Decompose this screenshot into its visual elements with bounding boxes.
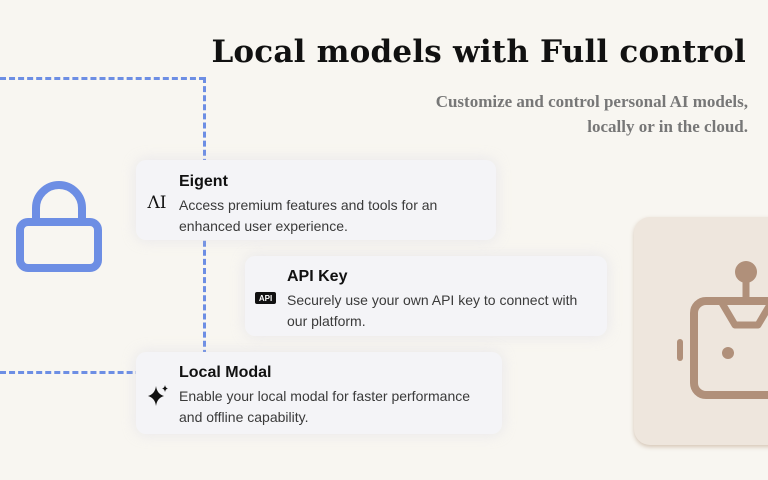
robot-illustration [634,217,768,445]
page-subtitle: Customize and control personal AI models… [328,89,748,139]
option-description: Enable your local modal for faster perfo… [179,388,471,425]
option-card-api-key[interactable]: API API Key Securely use your own API ke… [245,256,607,336]
option-description: Access premium features and tools for an… [179,197,438,234]
option-card-eigent[interactable]: ΛI Eigent Access premium features and to… [136,160,496,240]
sparkle-icon [148,385,168,406]
option-title: Eigent [179,173,228,190]
connector-bottom [0,371,205,374]
page-title: Local models with Full control [211,34,746,70]
robot-icon [677,261,768,399]
option-description: Securely use your own API key to connect… [287,292,578,329]
option-card-local-modal[interactable]: Local Modal Enable your local modal for … [136,352,502,434]
option-title: API Key [287,268,348,285]
eigent-logo-icon: ΛI [147,193,167,213]
api-badge-icon: API [255,292,276,304]
connector-top [0,77,205,80]
subtitle-line-2: locally or in the cloud. [587,117,748,136]
option-title: Local Modal [179,364,272,381]
lock-icon [16,181,102,272]
subtitle-line-1: Customize and control personal AI models… [435,92,748,111]
